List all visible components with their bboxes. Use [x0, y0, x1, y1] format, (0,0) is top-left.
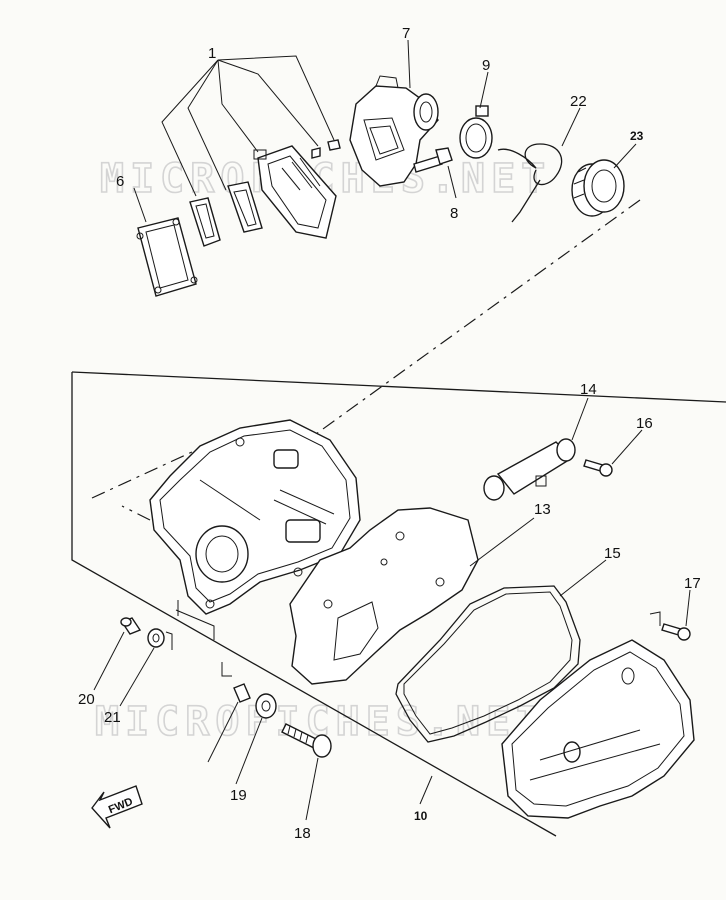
grommet-part-21 — [147, 628, 173, 650]
callout-13: 13 — [534, 501, 551, 518]
callout-22: 22 — [570, 93, 587, 110]
callout-7: 7 — [402, 25, 410, 42]
callout-21: 21 — [104, 709, 121, 726]
callout-1: 1 — [208, 45, 216, 62]
screw-part-17 — [649, 611, 691, 641]
callout-9: 9 — [482, 57, 490, 74]
callout-8: 8 — [450, 205, 458, 222]
screw-part-16 — [583, 459, 613, 477]
fwd-arrow: FWD — [91, 785, 143, 829]
callout-15: 15 — [604, 545, 621, 562]
leader-lines-lower — [93, 397, 691, 821]
clamp-part-9 — [459, 105, 493, 159]
frame-left-bottom — [71, 372, 557, 837]
collar-part-19 — [221, 662, 277, 719]
alignment-line-upper — [189, 199, 641, 526]
bolt-part-18 — [281, 723, 332, 758]
frame-top — [71, 371, 726, 403]
callout-20: 20 — [78, 691, 95, 708]
callout-10: 10 — [414, 809, 428, 823]
grommet-part-23 — [571, 159, 625, 217]
reed-valve-block — [253, 145, 337, 239]
reed-petals — [189, 181, 263, 247]
leader-lines-upper — [133, 39, 637, 223]
seal-part-15 — [395, 585, 581, 743]
callout-17: 17 — [684, 575, 701, 592]
callout-14: 14 — [580, 381, 597, 398]
intake-manifold-part-7 — [349, 75, 439, 187]
gasket-part-6 — [136, 217, 198, 297]
spring-part-22 — [497, 143, 563, 223]
callout-18: 18 — [294, 825, 311, 842]
element-part-13 — [289, 507, 479, 685]
cover-part-10 — [501, 639, 695, 819]
reed-screws — [311, 139, 341, 159]
alignment-line-lower-2 — [121, 505, 151, 521]
callout-6: 6 — [116, 173, 124, 190]
alignment-line-lower — [91, 439, 219, 499]
callout-23: 23 — [630, 129, 644, 143]
bolt-part-8 — [413, 147, 453, 173]
collar-part-20 — [120, 617, 142, 635]
callout-16: 16 — [636, 415, 653, 432]
intake-tube-part-14 — [483, 438, 576, 501]
callout-19: 19 — [230, 787, 247, 804]
